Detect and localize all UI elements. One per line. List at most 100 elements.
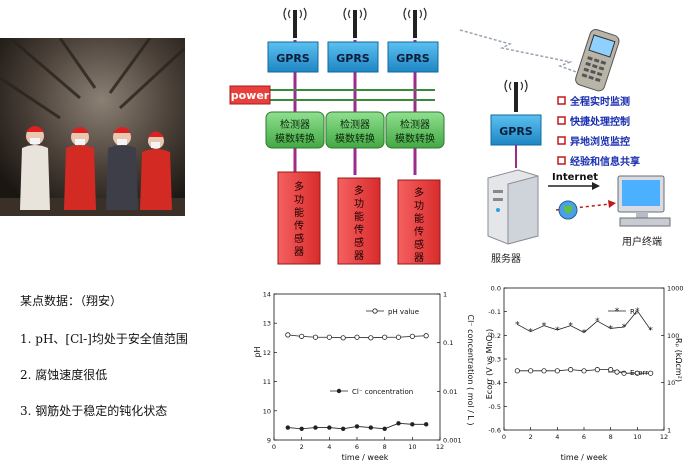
user-terminal-icon: [617, 175, 671, 227]
y2-tick-label: 0.1: [443, 339, 453, 347]
y-tick-label: -0.6: [488, 427, 501, 435]
gprs-label-2: GPRS: [336, 52, 370, 65]
svg-text:传: 传: [414, 226, 424, 238]
power-box: [229, 85, 271, 105]
data-point: [423, 422, 429, 427]
chart2-legend-ecorr: Ecorr: [630, 369, 648, 377]
svg-text:能: 能: [354, 210, 364, 223]
chart1-xlabel: time / week: [342, 453, 389, 462]
svg-text:传: 传: [294, 220, 304, 232]
data-point: [326, 334, 332, 340]
svg-text:功: 功: [354, 198, 364, 210]
data-point: [340, 335, 346, 341]
data-point: [382, 334, 388, 340]
chart1-y2label: Cl⁻ concentration ( mol / L ): [466, 315, 475, 426]
x-tick-label: 12: [660, 433, 668, 441]
mobile-phone-icon: [575, 29, 620, 92]
svg-text:功: 功: [414, 200, 424, 212]
internet-label: Internet: [552, 172, 598, 183]
data-point: [608, 367, 614, 373]
x-tick-label: 8: [383, 443, 387, 451]
y2-tick-label: 1000: [667, 285, 684, 293]
data-point: [285, 332, 291, 338]
gprs-module-server: GPRS: [490, 79, 542, 146]
data-point: [423, 333, 429, 339]
data-point: [372, 308, 378, 314]
y-tick-label: -0.3: [488, 356, 501, 364]
data-point: [396, 421, 401, 426]
svg-text:感: 感: [354, 236, 364, 249]
svg-text:多: 多: [294, 180, 304, 193]
svg-text:能: 能: [414, 212, 424, 225]
notes-item-3: 3. 钢筋处于稳定的钝化状态: [20, 404, 168, 418]
data-point: *: [648, 326, 653, 336]
feature-1: 全程实时监测: [569, 95, 630, 108]
terminal-label: 用户终端: [622, 235, 662, 248]
x-tick-label: 2: [529, 433, 533, 441]
gprs-module-1: GPRS: [267, 7, 319, 73]
power-label: power: [231, 89, 270, 102]
gprs-module-2: GPRS: [327, 7, 379, 73]
y2-tick-label: 10: [667, 379, 675, 387]
antenna-icon: [403, 7, 427, 21]
y-tick-label: 12: [263, 349, 271, 357]
converter-1: 检测器 模数转换: [265, 111, 325, 149]
antenna-icon: [283, 7, 307, 21]
data-point: [514, 368, 520, 374]
x-tick-label: 10: [408, 443, 416, 451]
data-point: [354, 424, 360, 429]
feature-3: 异地浏览监控: [570, 135, 630, 148]
x-tick-label: 8: [609, 433, 613, 441]
svg-text:传: 传: [354, 224, 364, 236]
data-point: [409, 333, 415, 339]
y-tick-label: -0.5: [488, 403, 501, 411]
data-point: [395, 334, 402, 340]
x-tick-label: 4: [327, 443, 331, 451]
gprs-label-1: GPRS: [276, 52, 310, 65]
data-point: [299, 333, 305, 339]
antenna-icon: [343, 7, 367, 21]
y-tick-label: 0.0: [491, 285, 501, 293]
x-tick-label: 2: [300, 443, 304, 451]
data-point: *: [635, 307, 640, 317]
chart2-xlabel: time / week: [561, 453, 608, 462]
data-point: *: [515, 320, 520, 330]
converter-2-line2: 模数转换: [335, 132, 375, 145]
feature-4: 经验和信息共享: [570, 155, 640, 168]
y2-tick-label: 0.001: [443, 437, 462, 445]
series-line: [517, 310, 651, 333]
y2-tick-label: 100: [667, 332, 679, 340]
chart2-legend-rp: Rₚ: [630, 308, 638, 316]
data-point: *: [608, 324, 613, 334]
converter-3-line2: 模数转换: [395, 132, 435, 145]
data-point: [634, 370, 640, 376]
svg-text:多: 多: [354, 184, 364, 197]
data-point: [528, 368, 534, 374]
feature-2: 快捷处理控制: [569, 115, 630, 128]
data-point: [541, 368, 547, 374]
notes-item-1: 1. pH、[Cl-]均处于安全值范围: [20, 332, 188, 346]
svg-text:器: 器: [294, 246, 304, 258]
data-point: [568, 367, 574, 373]
chart1-legend-cl: Cl⁻ concentration: [352, 388, 413, 396]
gprs-label-server: GPRS: [499, 125, 533, 138]
power-bus: [268, 89, 435, 101]
x-tick-label: 10: [633, 433, 641, 441]
y-tick-label: -0.4: [488, 379, 501, 387]
data-point: [648, 370, 654, 376]
sensor-2: 多 功 能 传 感 器: [337, 177, 381, 265]
x-tick-label: 6: [582, 433, 586, 441]
data-point: *: [582, 328, 587, 338]
chart1-legend-ph: pH value: [388, 308, 419, 316]
data-point: *: [622, 323, 627, 333]
data-point: [340, 426, 346, 431]
data-point: *: [528, 328, 533, 338]
chart2-y2label: Rₚ (kΩcm²): [674, 338, 683, 382]
svg-text:功: 功: [294, 194, 304, 206]
data-point: [368, 335, 374, 341]
y2-tick-label: 1: [667, 427, 671, 435]
svg-text:器: 器: [414, 252, 424, 264]
server-icon: [487, 169, 539, 245]
data-point: [594, 367, 600, 373]
